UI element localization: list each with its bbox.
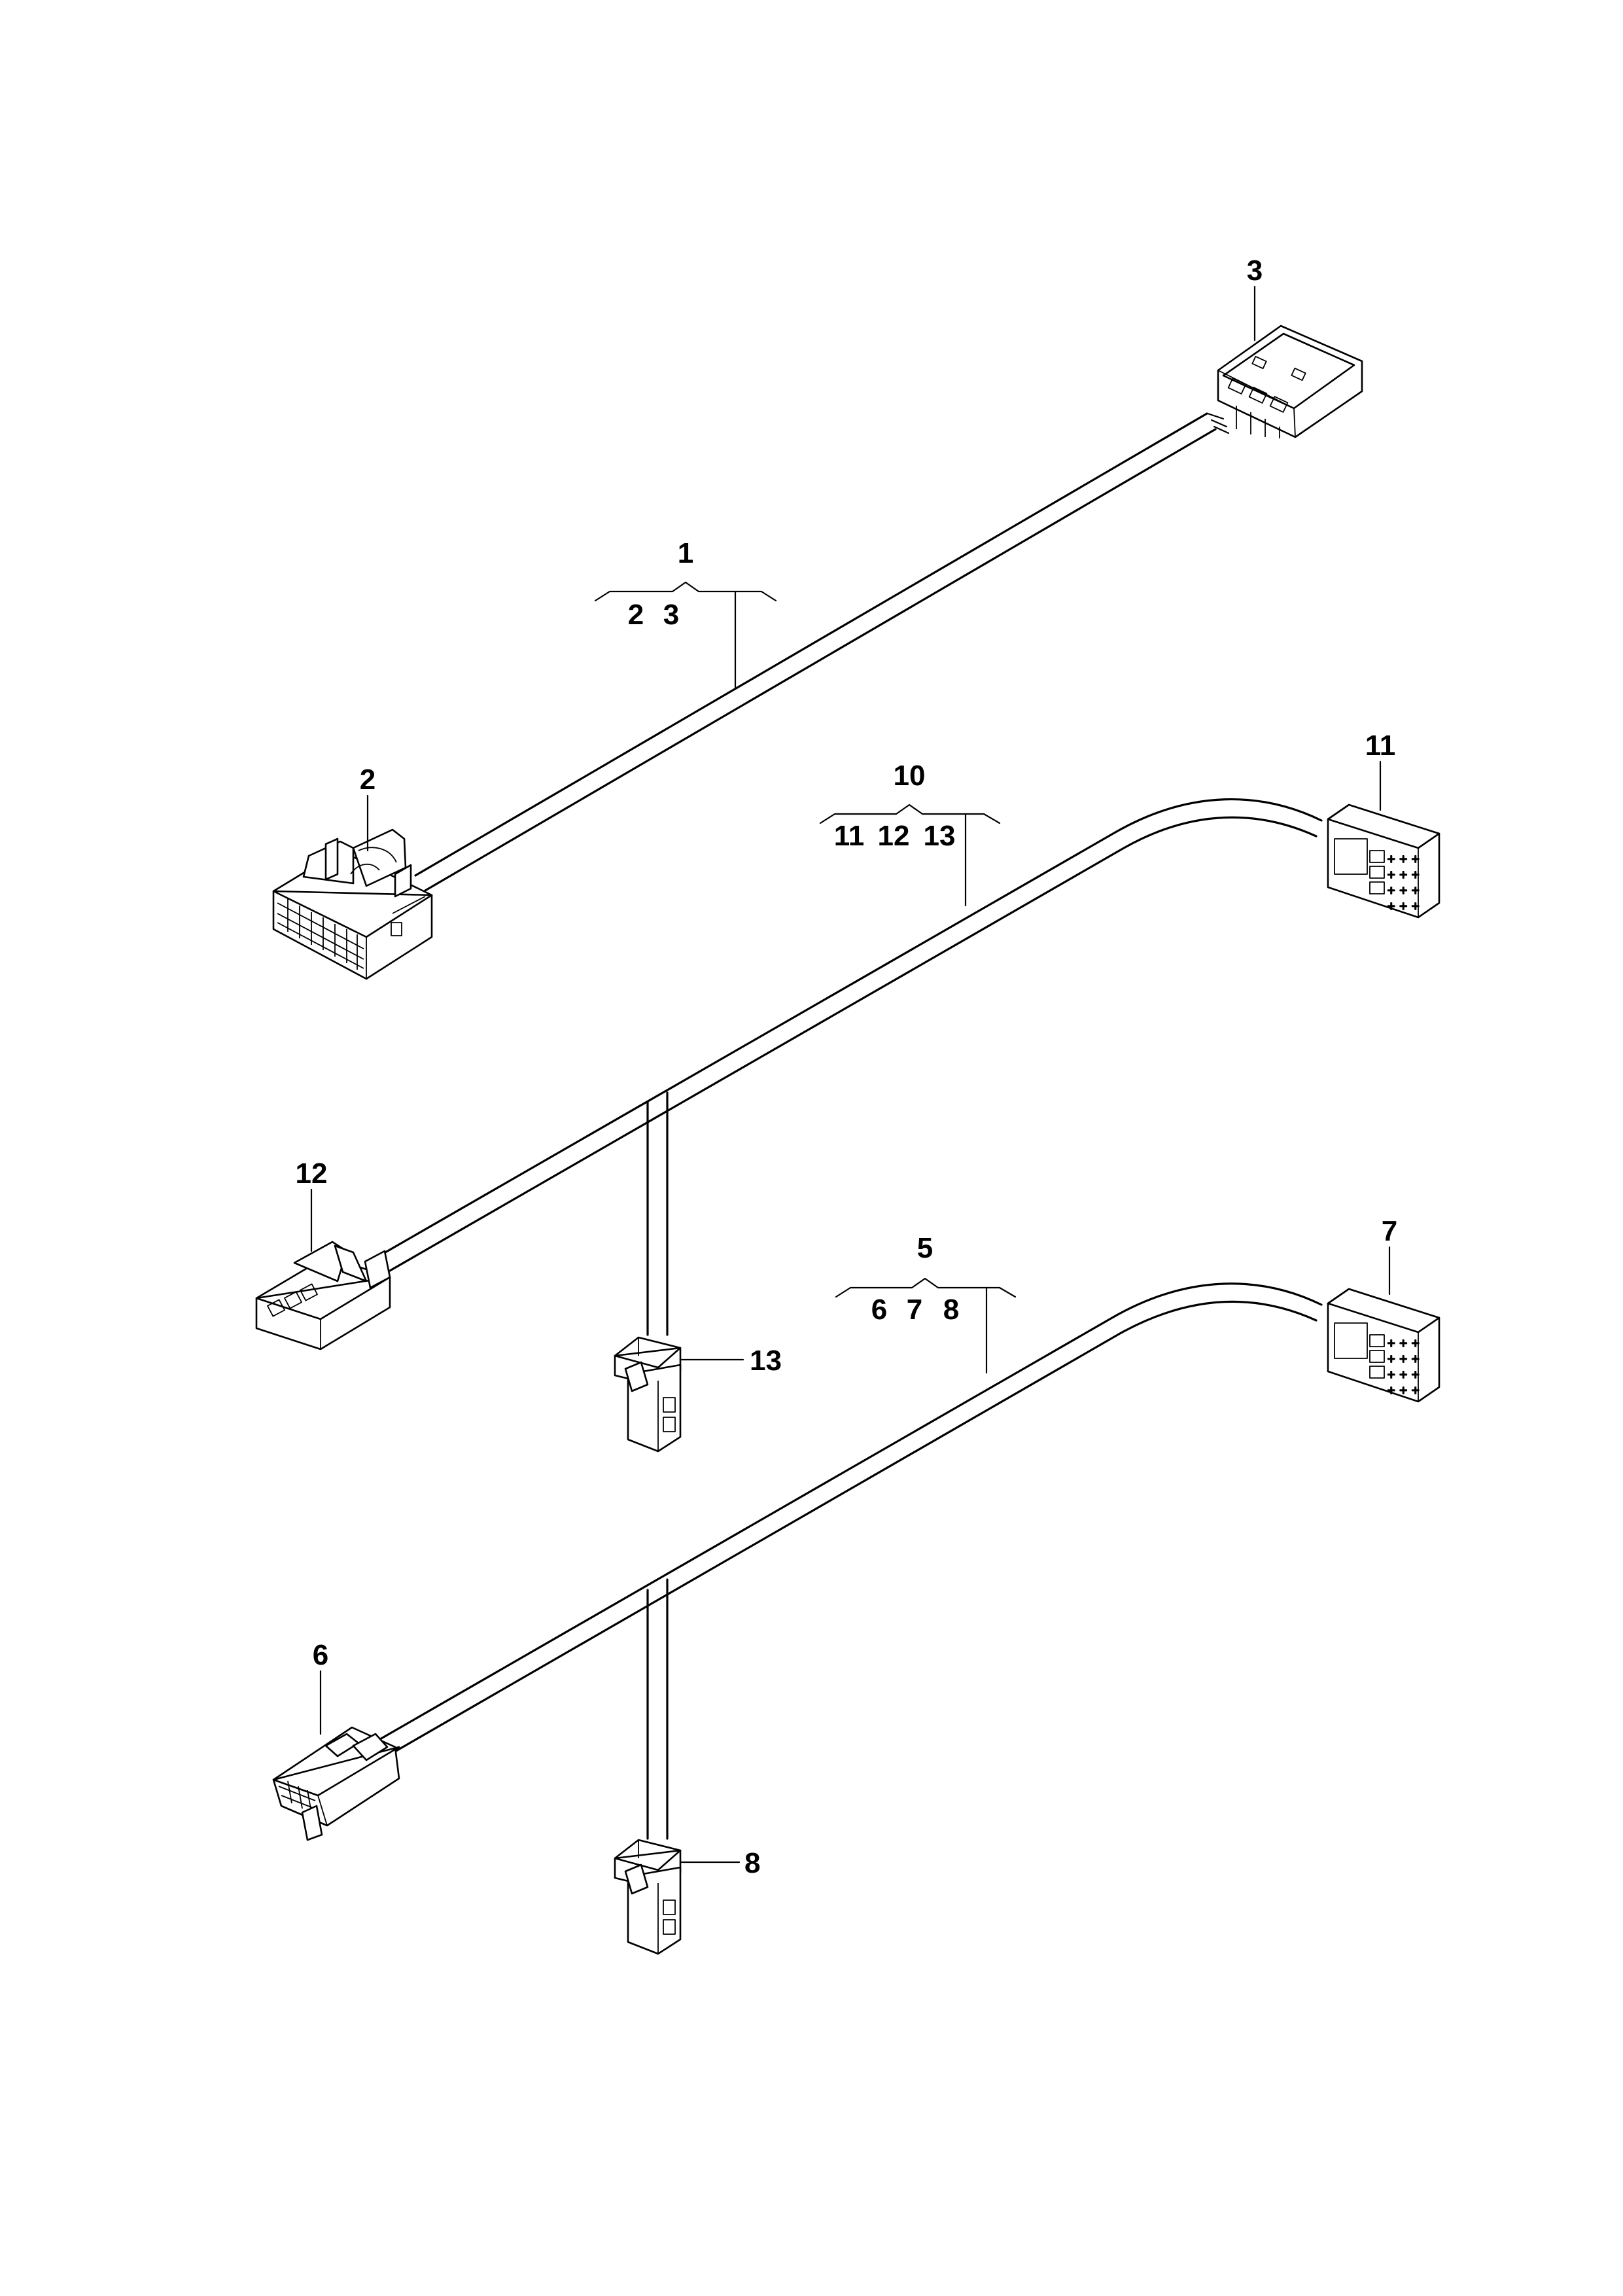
callout-assembly-5: 5 bbox=[917, 1232, 933, 1264]
svg-text:+ + +: + + + bbox=[1387, 884, 1420, 896]
callout-assembly-5-item-a: 6 bbox=[871, 1294, 887, 1326]
connector-6 bbox=[272, 1726, 400, 1841]
svg-text:+ + +: + + + bbox=[1387, 853, 1420, 865]
callout-assembly-10: 10 bbox=[894, 760, 926, 792]
svg-text:+ + +: + + + bbox=[1387, 1352, 1420, 1365]
callout-part-2: 2 bbox=[360, 764, 375, 796]
callout-assembly-1-item-a: 2 bbox=[628, 599, 644, 631]
svg-text:+ + +: + + + bbox=[1387, 868, 1420, 881]
svg-text:+ + +: + + + bbox=[1387, 1384, 1420, 1396]
connector-7: + + + + + + + + + + + + bbox=[1327, 1288, 1440, 1403]
connector-11: + + + + + + + + + + + + bbox=[1327, 804, 1440, 919]
callout-part-6: 6 bbox=[313, 1639, 328, 1671]
svg-text:+ + +: + + + bbox=[1387, 1337, 1420, 1349]
callout-part-3: 3 bbox=[1247, 255, 1263, 287]
callout-assembly-1: 1 bbox=[678, 537, 693, 569]
callout-part-12: 12 bbox=[296, 1157, 328, 1190]
connector-12 bbox=[255, 1241, 391, 1351]
harness-10-cable bbox=[379, 798, 1323, 1336]
callout-assembly-5-item-c: 8 bbox=[943, 1294, 959, 1326]
callout-labels: 1 2 3 10 11 12 13 5 6 7 8 3 2 11 12 13 7… bbox=[296, 255, 1398, 1879]
callout-assembly-10-item-a: 11 bbox=[834, 820, 865, 852]
connector-3 bbox=[1217, 325, 1363, 438]
harness-assembly-1 bbox=[272, 325, 1363, 980]
callout-assembly-10-item-c: 13 bbox=[924, 820, 956, 852]
callout-leaders bbox=[310, 285, 1391, 1863]
callout-assembly-1-item-b: 3 bbox=[663, 599, 679, 631]
svg-text:+ + +: + + + bbox=[1387, 1368, 1420, 1381]
harness-assembly-10: + + + + + + + + + + + + bbox=[255, 798, 1440, 1453]
connector-8 bbox=[614, 1839, 682, 1955]
connector-13 bbox=[614, 1336, 682, 1453]
callout-part-11: 11 bbox=[1365, 730, 1396, 762]
callout-assembly-10-item-b: 12 bbox=[878, 820, 910, 852]
connector-2 bbox=[272, 828, 433, 980]
harness-5-cable bbox=[374, 1282, 1323, 1840]
callout-part-8: 8 bbox=[744, 1847, 760, 1879]
harness-1-cable bbox=[414, 412, 1230, 892]
callout-assembly-5-item-b: 7 bbox=[907, 1294, 922, 1326]
harness-assembly-5: + + + + + + + + + + + + bbox=[272, 1282, 1440, 1955]
callout-part-13: 13 bbox=[750, 1345, 782, 1377]
svg-text:+ + +: + + + bbox=[1387, 900, 1420, 912]
callout-part-7: 7 bbox=[1382, 1215, 1397, 1247]
